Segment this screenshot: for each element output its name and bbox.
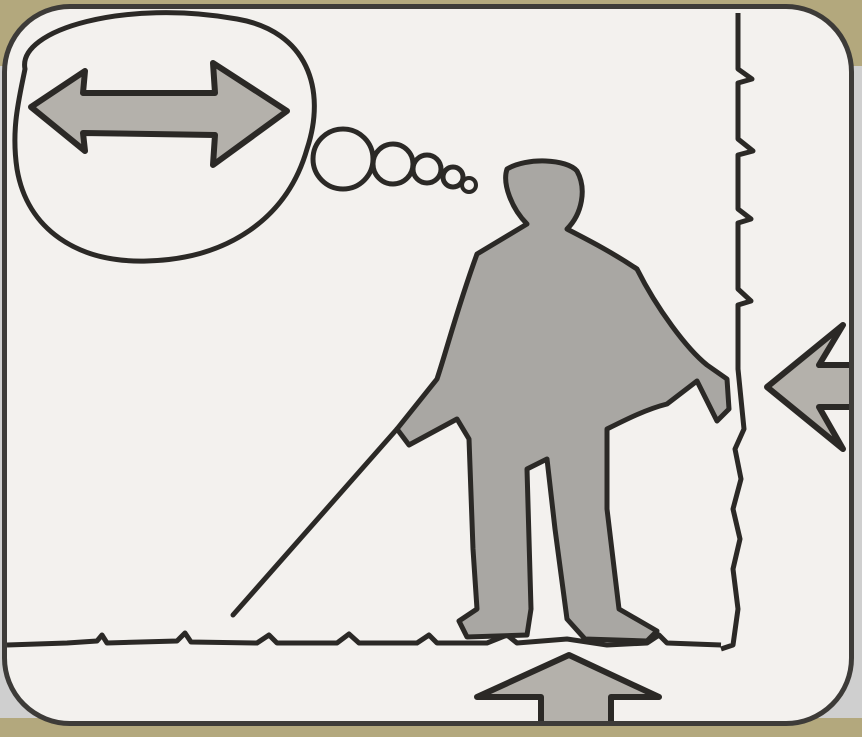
double-arrow-thought-icon <box>15 13 476 261</box>
picture-frame <box>2 4 854 726</box>
illustration <box>7 9 854 726</box>
arrow-left-icon <box>767 325 854 449</box>
white-cane-icon <box>233 429 397 615</box>
arrow-up-icon <box>477 655 659 726</box>
person-icon <box>397 161 729 641</box>
wall-line <box>721 13 753 649</box>
